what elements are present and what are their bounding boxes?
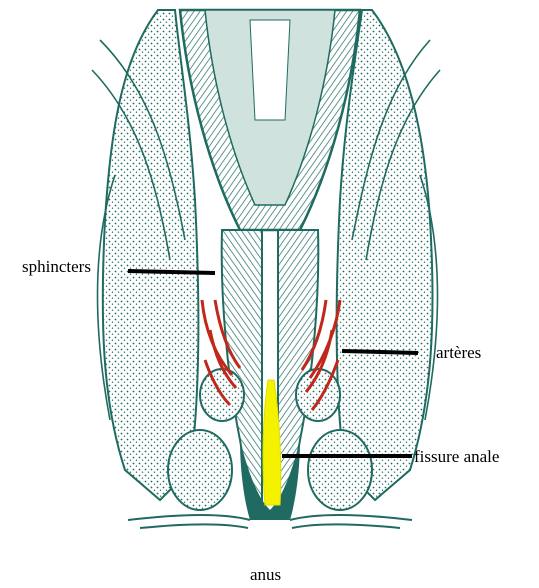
leader-line-arteres bbox=[342, 351, 418, 353]
label-arteres: artères bbox=[436, 344, 481, 361]
label-sphincters: sphincters bbox=[22, 258, 91, 275]
rectum bbox=[180, 10, 360, 230]
levator-muscle-right bbox=[337, 10, 433, 500]
levator-muscle-left bbox=[103, 10, 199, 500]
label-fissure-anale: fissure anale bbox=[414, 448, 499, 465]
leader-line-sphincters bbox=[128, 271, 215, 273]
label-anus: anus bbox=[250, 566, 281, 583]
